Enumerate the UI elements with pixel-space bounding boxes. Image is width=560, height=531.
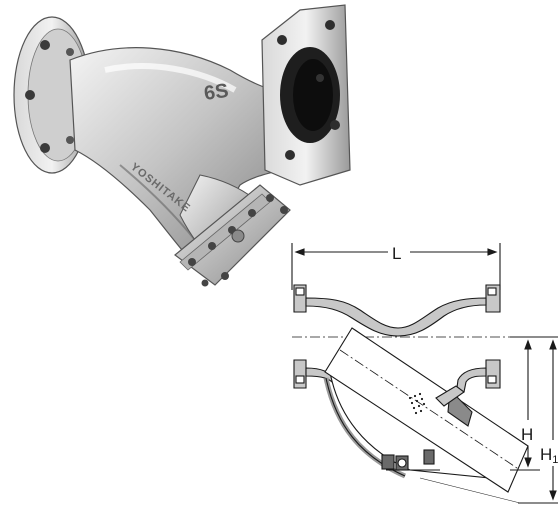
body-top-wall — [305, 297, 487, 337]
cap-bolt-icon — [280, 206, 288, 214]
cap-bolt-icon — [208, 242, 216, 250]
dimension-h1-label: H1 — [540, 445, 558, 466]
cap-bolt-icon — [188, 258, 196, 266]
dimension-h-label: H — [521, 425, 533, 444]
dimension-l — [291, 243, 501, 290]
strainer-section-drawing: L — [291, 243, 558, 504]
outlet-flange — [261, 4, 351, 186]
strainer-body — [69, 47, 301, 271]
dimension-l-label: L — [392, 244, 401, 263]
dimension-h — [510, 336, 540, 471]
cap-bolt-icon — [221, 272, 229, 280]
cap-bolt-icon — [201, 279, 209, 287]
screen-cap — [174, 184, 291, 287]
screen-mesh-icon — [408, 392, 426, 415]
dimension-h1 — [419, 336, 558, 504]
left-flange-section — [293, 284, 307, 389]
screen-element — [324, 327, 529, 493]
body-marking: 6S — [203, 80, 230, 105]
strainer-photo: 6S YOSHITAKE — [13, 4, 351, 287]
cap-bolt-icon — [248, 209, 256, 217]
cap-bolt-icon — [266, 194, 274, 202]
right-flange-section — [485, 284, 501, 389]
drawing-bolt-icon — [381, 449, 440, 471]
